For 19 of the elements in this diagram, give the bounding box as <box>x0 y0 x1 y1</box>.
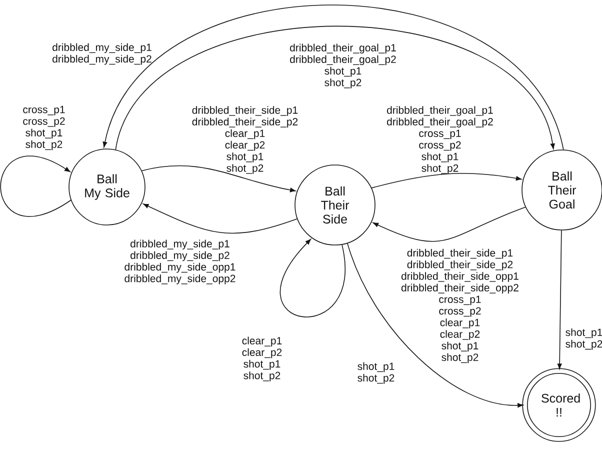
edge-label: shot_p1 shot_p2 <box>566 328 602 350</box>
transition-arrow <box>142 204 298 234</box>
self-loop-arrow <box>280 238 346 318</box>
edge-label: dribbled_my_side_p1 dribbled_my_side_p2 <box>52 43 152 65</box>
transition-arrow <box>115 26 555 150</box>
transition-arrow <box>102 4 564 150</box>
edge-label: dribbled_their_goal_p1 dribbled_their_goal_p2 cross_p1 cross_p2 shot_p1 shot_p2 <box>387 106 493 174</box>
self-loop-arrow <box>0 156 72 217</box>
edge-label: dribbled_their_goal_p1 dribbled_their_goal_p2 shot_p1 shot_p2 <box>290 44 396 88</box>
edge-label: cross_p1 cross_p2 shot_p1 shot_p2 <box>23 106 65 150</box>
edge-label: shot_p1 shot_p2 <box>358 362 394 384</box>
transition-arrow <box>141 165 296 192</box>
transition-arrow <box>371 173 522 188</box>
transition-arrow <box>372 206 526 242</box>
edge-label: dribbled_my_side_p1 dribbled_my_side_p2 dribbled_my_side_opp1 dribbled_my_side_opp2 <box>124 240 236 284</box>
edge-label: dribbled_their_side_p1 dribbled_their_side_p2 dribbled_their_side_opp1 dribbled_their_side_opp2 cross_p1 cross_p2 clear_p1 clear_p2 shot_p1 shot_p2 <box>401 248 518 364</box>
edge-label: clear_p1 clear_p2 shot_p1 shot_p2 <box>242 336 282 382</box>
transition-arrow <box>347 243 524 408</box>
transition-arrow <box>557 230 562 370</box>
